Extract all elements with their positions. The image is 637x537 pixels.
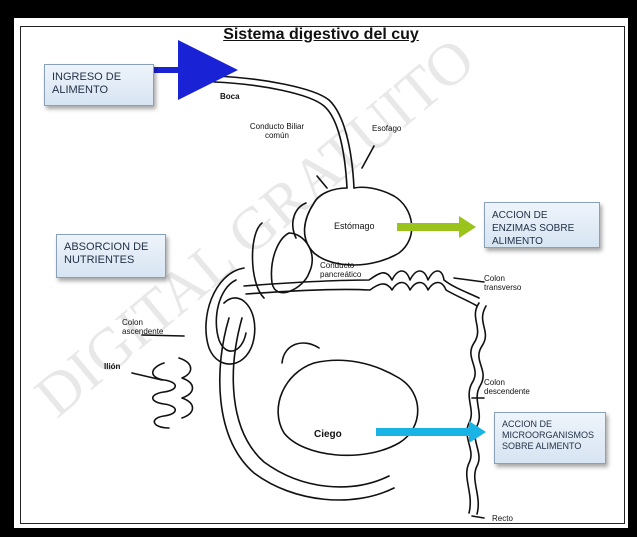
small-intestine-coil (206, 268, 255, 364)
ciego-outline (278, 360, 418, 455)
label-colon-transverso: Colon transverso (484, 274, 528, 292)
label-colon-descendente: Colon descendente (484, 378, 534, 396)
label-conducto-biliar: Conducto Biliar común (246, 122, 308, 140)
label-conducto-pancreatico: Conducto pancreático (320, 261, 375, 279)
arrow-enzimas (397, 216, 476, 238)
callout-microorganismos: ACCION DE MICROORGANISMOS SOBRE ALIMENTO (494, 412, 606, 464)
callout-ingreso: INGRESO DE ALIMENTO (44, 64, 154, 106)
label-colon-ascendente: Colon ascendente (122, 318, 170, 336)
label-recto: Recto (492, 514, 513, 523)
callout-absorcion: ABSORCION DE NUTRIENTES (56, 234, 166, 278)
ilion-coils (153, 363, 176, 428)
label-estomago: Estómago (334, 222, 375, 231)
label-boca: Boca (220, 92, 240, 101)
callout-enzimas: ACCION DE ENZIMAS SOBRE ALIMENTO (484, 202, 600, 248)
colon-ascendente (220, 318, 394, 500)
colon-descendente (467, 303, 479, 513)
label-ciego: Ciego (314, 430, 342, 439)
arrow-microorganismos (376, 421, 486, 443)
figure-frame: DIGITAL GRATUITO Sistema digestivo del c… (14, 18, 628, 528)
label-ilion: Ilión (104, 362, 120, 371)
label-esofago: Esofago (372, 124, 401, 133)
